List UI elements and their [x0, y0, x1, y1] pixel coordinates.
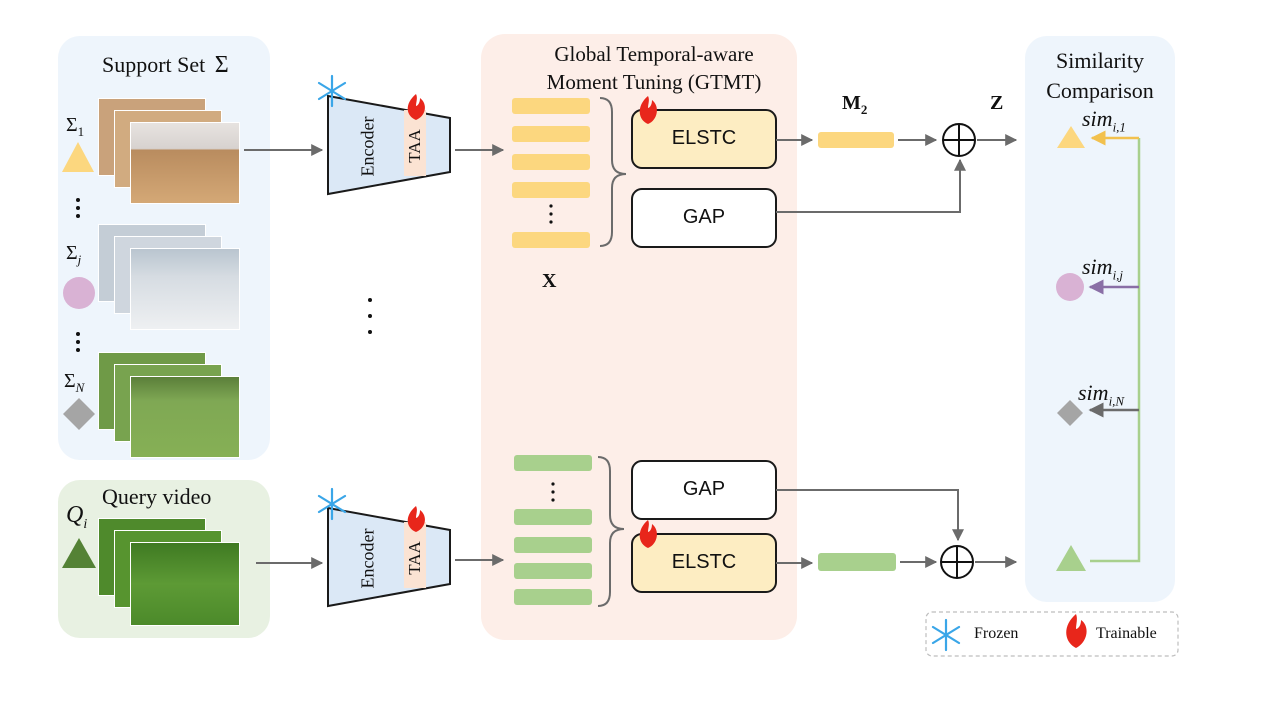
m2-symbol: M	[842, 92, 861, 114]
video-frame	[130, 248, 240, 330]
snowflake-icon	[317, 74, 347, 108]
elstc-label-bottom: ELSTC	[671, 551, 737, 573]
brace-bottom	[597, 456, 625, 607]
encoder-top	[327, 94, 451, 196]
support-set-title-text: Support Set	[102, 52, 206, 77]
support-label-sub: 1	[77, 124, 85, 139]
m2-bar	[818, 132, 894, 148]
query-video-frames	[96, 516, 246, 628]
flame-icon	[1066, 614, 1087, 648]
support-set-title: Support Set Σ	[102, 52, 229, 79]
feature-dots-bottom	[551, 482, 555, 502]
comparison-line	[1090, 138, 1141, 563]
support-triangle-1	[62, 142, 94, 172]
support-label-sub: j	[77, 252, 82, 267]
encoder-label-bottom: Encoder	[357, 528, 378, 589]
support-circle-j	[63, 277, 95, 309]
legend-frozen-label: Frozen	[974, 625, 1019, 642]
video-frame	[130, 542, 240, 626]
snowflake-icon	[317, 487, 347, 521]
flame-icon	[639, 520, 657, 548]
feature-dots-top	[549, 204, 553, 224]
query-symbol: Q	[66, 502, 84, 528]
sim-circle-j	[1056, 273, 1084, 301]
support-label-symbol: Σ	[64, 370, 76, 392]
flame-icon	[639, 96, 657, 124]
sim-label-1: simi,1	[1082, 106, 1126, 135]
similarity-title-line1: Similarity	[1056, 48, 1144, 73]
sim-base: sim	[1082, 106, 1113, 131]
snowflake-icon	[931, 618, 961, 652]
taa-label-bottom: TAA	[405, 541, 424, 575]
query-sub: i	[83, 516, 88, 532]
flame-icon	[407, 506, 425, 532]
x-label: X	[542, 270, 557, 292]
sim-base: sim	[1078, 380, 1109, 405]
support-video-frames-1	[96, 96, 246, 208]
arrow-gap-to-sum-top	[776, 158, 966, 213]
support-video-frames-n	[96, 350, 246, 462]
similarity-title-line2: Comparison	[1046, 78, 1154, 103]
query-label: Qi	[66, 502, 87, 533]
support-label-1: Σ1	[66, 114, 84, 140]
gtmt-title-line1: Global Temporal-aware	[554, 42, 754, 66]
encoder-label-top: Encoder	[357, 116, 378, 177]
feature-bars-top	[512, 98, 590, 248]
support-label-symbol: Σ	[66, 242, 78, 264]
arrow-gap-to-sum-bottom	[776, 489, 964, 542]
query-title: Query video	[102, 484, 212, 509]
encoder-bottom	[327, 506, 451, 608]
sim-label-j: simi,j	[1082, 254, 1123, 283]
sim-sub: i,j	[1112, 267, 1124, 283]
similarity-title: Similarity Comparison	[1026, 46, 1174, 106]
support-label-symbol: Σ	[66, 114, 78, 136]
gap-label-top: GAP	[682, 206, 726, 228]
support-label-n: ΣN	[64, 370, 84, 396]
m2-sub: 2	[860, 102, 868, 117]
brace-top	[599, 97, 627, 247]
video-frame	[130, 376, 240, 458]
vertical-dots	[76, 198, 372, 352]
sim-sub: i,N	[1108, 393, 1125, 409]
gap-box-top	[631, 188, 777, 248]
sim-query-triangle	[1056, 545, 1086, 571]
z-label: Z	[990, 92, 1004, 114]
sigma-symbol: Σ	[214, 52, 229, 78]
query-output-bar	[818, 553, 896, 571]
flame-icon	[407, 94, 425, 120]
gtmt-title: Global Temporal-aware Moment Tuning (GTM…	[484, 40, 824, 96]
support-label-j: Σj	[66, 242, 81, 268]
gtmt-title-line2: Moment Tuning (GTMT)	[546, 70, 762, 94]
elstc-label-top: ELSTC	[671, 127, 737, 149]
legend-trainable-label: Trainable	[1096, 625, 1157, 642]
query-triangle	[62, 538, 96, 568]
feature-bars-bottom	[514, 455, 592, 605]
sim-sub: i,1	[1112, 119, 1126, 135]
video-frame	[130, 122, 240, 204]
similarity-panel	[1025, 36, 1175, 602]
sim-base: sim	[1082, 254, 1113, 279]
legend-box	[925, 611, 1179, 657]
sum-node-bottom	[940, 545, 974, 579]
gap-label-bottom: GAP	[682, 478, 726, 500]
sim-triangle-1	[1057, 126, 1085, 148]
sim-diamond-n	[1057, 400, 1083, 426]
sum-node-top	[942, 123, 976, 157]
m2-label: M2	[842, 92, 867, 118]
support-video-frames-j	[96, 222, 246, 334]
taa-label-top: TAA	[405, 129, 424, 163]
sim-label-n: simi,N	[1078, 380, 1124, 409]
support-label-sub: N	[75, 380, 85, 395]
support-diamond-n	[63, 398, 95, 430]
